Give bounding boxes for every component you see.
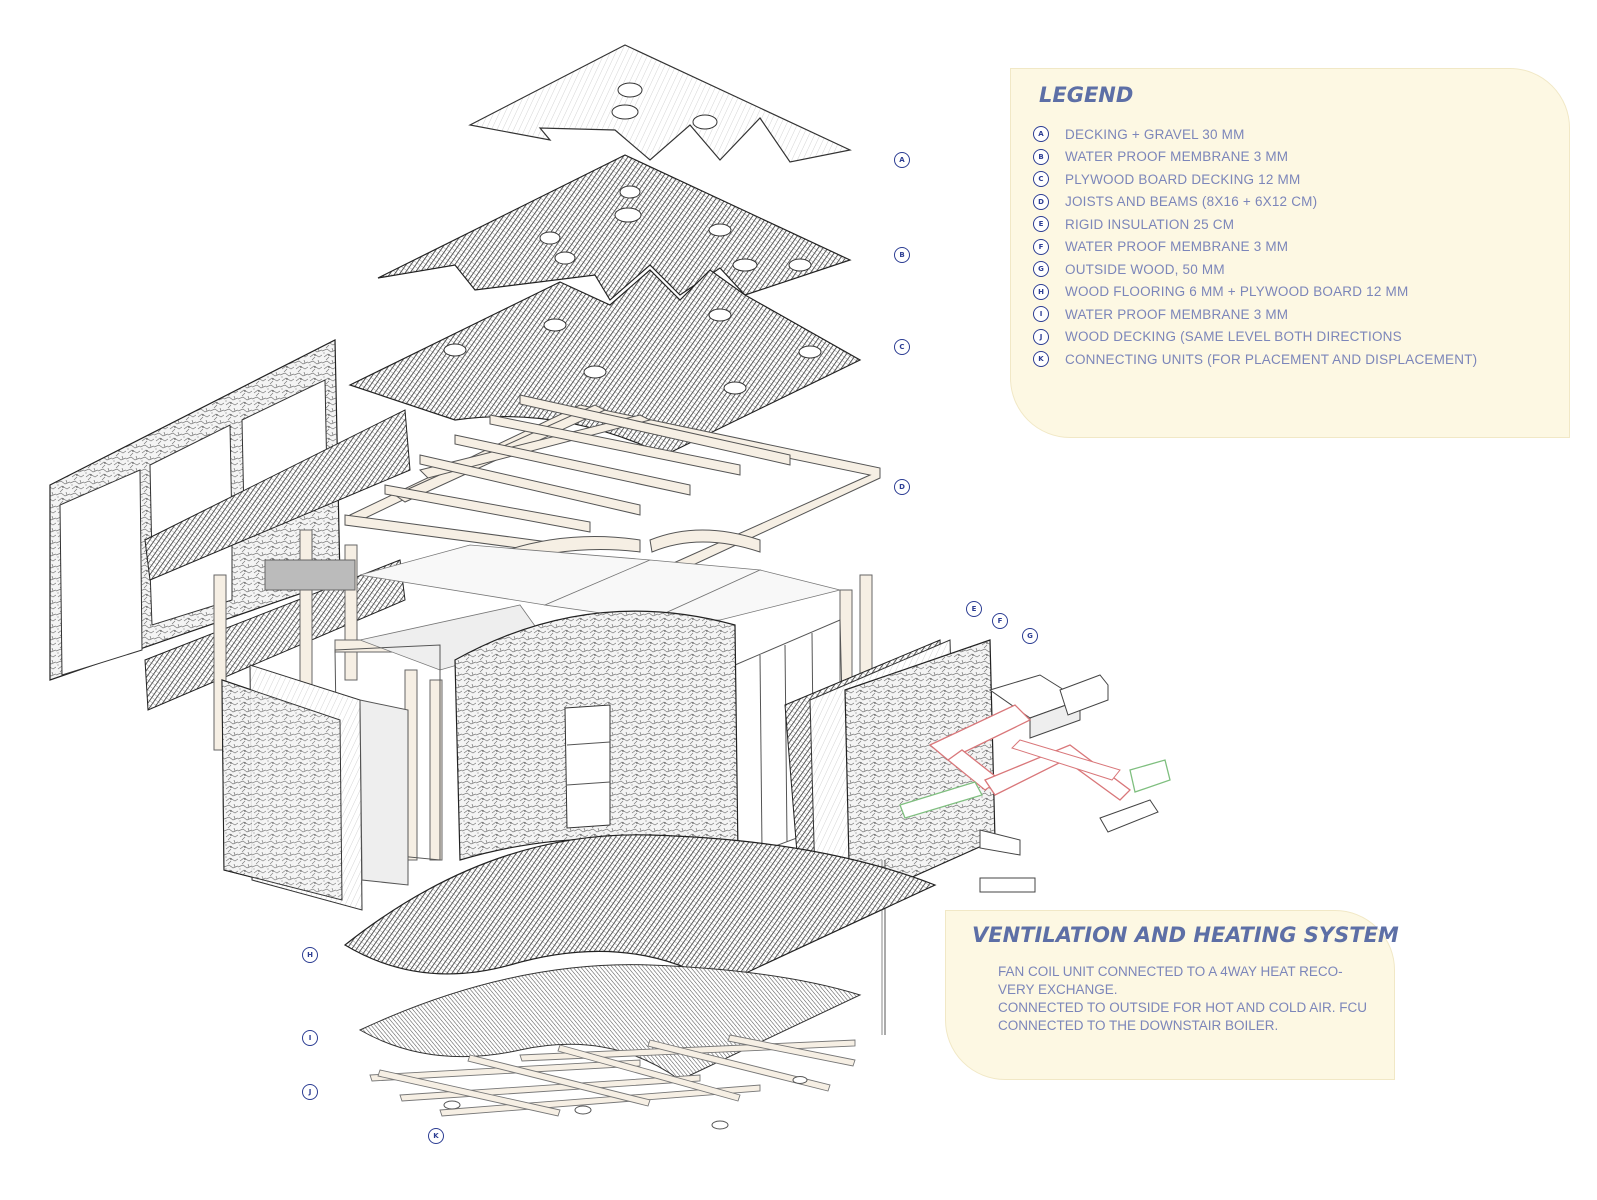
interior-ceiling xyxy=(358,544,841,671)
ventilation-line: FAN COIL UNIT CONNECTED TO A 4WAY HEAT R… xyxy=(998,964,1343,979)
legend-title: LEGEND xyxy=(1039,83,1134,107)
callout-i: I xyxy=(302,1030,318,1046)
callout-j: J xyxy=(302,1084,318,1100)
legend-label: WOOD FLOORING 6 MM + PLYWOOD BOARD 12 MM xyxy=(1065,284,1409,300)
legend-label: WATER PROOF MEMBRANE 3 MM xyxy=(1065,306,1289,322)
ventilation-description: FAN COIL UNIT CONNECTED TO A 4WAY HEAT R… xyxy=(998,963,1368,1035)
ventilation-ducts xyxy=(881,674,1171,1035)
callout-d: D xyxy=(894,479,910,495)
legend-badge: D xyxy=(1033,193,1049,210)
legend-badge: H xyxy=(1033,283,1049,300)
legend-item: A DECKING + GRAVEL 30 MM xyxy=(1033,123,1477,146)
legend-item: E RIGID INSULATION 25 CM xyxy=(1033,213,1477,236)
legend-label: WATER PROOF MEMBRANE 3 MM xyxy=(1065,239,1289,255)
legend-label: RIGID INSULATION 25 CM xyxy=(1065,216,1235,232)
legend-item: C PLYWOOD BOARD DECKING 12 MM xyxy=(1033,168,1477,191)
ventilation-line: CONNECTED TO THE DOWNSTAIR BOILER. xyxy=(998,1018,1279,1033)
layer-j-decking-grid xyxy=(369,1034,856,1117)
legend-label: PLYWOOD BOARD DECKING 12 MM xyxy=(1065,171,1301,187)
legend-badge: C xyxy=(1033,171,1049,188)
wall-right xyxy=(784,639,996,906)
legend-item: B WATER PROOF MEMBRANE 3 MM xyxy=(1033,146,1477,169)
layer-k-connecting-units xyxy=(443,1076,808,1130)
legend-item: J WOOD DECKING (SAME LEVEL BOTH DIRECTION… xyxy=(1033,326,1477,349)
legend-label: DECKING + GRAVEL 30 MM xyxy=(1065,126,1245,142)
ventilation-panel: VENTILATION AND HEATING SYSTEM FAN COIL … xyxy=(945,910,1399,1080)
layer-d-joists-beams xyxy=(344,394,881,586)
wall-center-curved xyxy=(454,610,739,861)
legend-badge: A xyxy=(1033,126,1049,143)
wall-left-membrane xyxy=(144,409,411,711)
ventilation-title: VENTILATION AND HEATING SYSTEM xyxy=(972,923,1399,947)
legend-label: WOOD DECKING (SAME LEVEL BOTH DIRECTIONS xyxy=(1065,329,1402,345)
legend-item: I WATER PROOF MEMBRANE 3 MM xyxy=(1033,303,1477,326)
callout-b: B xyxy=(894,247,910,263)
ventilation-line: VERY EXCHANGE. xyxy=(998,982,1118,997)
legend-badge: G xyxy=(1033,261,1049,278)
callout-e: E xyxy=(966,601,982,617)
wall-left-front xyxy=(221,664,409,911)
legend-badge: I xyxy=(1033,306,1049,323)
legend-label: CONNECTING UNITS (FOR PLACEMENT AND DISP… xyxy=(1065,351,1478,367)
legend-item: K CONNECTING UNITS (FOR PLACEMENT AND DIS… xyxy=(1033,348,1477,371)
legend-item: D JOISTS AND BEAMS (8X16 + 6X12 CM) xyxy=(1033,191,1477,214)
legend-item: H WOOD FLOORING 6 MM + PLYWOOD BOARD 12 M… xyxy=(1033,281,1477,304)
callout-h: H xyxy=(302,947,318,963)
callout-g: G xyxy=(1022,628,1038,644)
legend-list: A DECKING + GRAVEL 30 MM B WATER PROOF MEM… xyxy=(1033,123,1477,371)
legend-badge: B xyxy=(1033,148,1049,165)
legend-label: JOISTS AND BEAMS (8X16 + 6X12 CM) xyxy=(1065,194,1318,210)
legend-badge: J xyxy=(1033,328,1049,345)
legend-badge: E xyxy=(1033,216,1049,233)
legend-label: WATER PROOF MEMBRANE 3 MM xyxy=(1065,149,1289,165)
callout-a: A xyxy=(894,152,910,168)
callout-c: C xyxy=(894,339,910,355)
legend-item: G OUTSIDE WOOD, 50 MM xyxy=(1033,258,1477,281)
legend-item: F WATER PROOF MEMBRANE 3 MM xyxy=(1033,236,1477,259)
callout-k: K xyxy=(428,1128,444,1144)
legend-badge: K xyxy=(1033,351,1049,368)
legend-label: OUTSIDE WOOD, 50 MM xyxy=(1065,261,1225,277)
layer-a-decking-gravel xyxy=(468,44,852,163)
legend-badge: F xyxy=(1033,238,1049,255)
callout-f: F xyxy=(992,613,1008,629)
layer-h-flooring xyxy=(343,834,937,986)
legend-panel: LEGEND A DECKING + GRAVEL 30 MM B WATER PR… xyxy=(1010,68,1570,438)
layer-b-membrane xyxy=(377,154,852,301)
layer-c-plywood xyxy=(348,269,862,456)
ventilation-line: CONNECTED TO OUTSIDE FOR HOT AND COLD AI… xyxy=(998,1000,1368,1015)
